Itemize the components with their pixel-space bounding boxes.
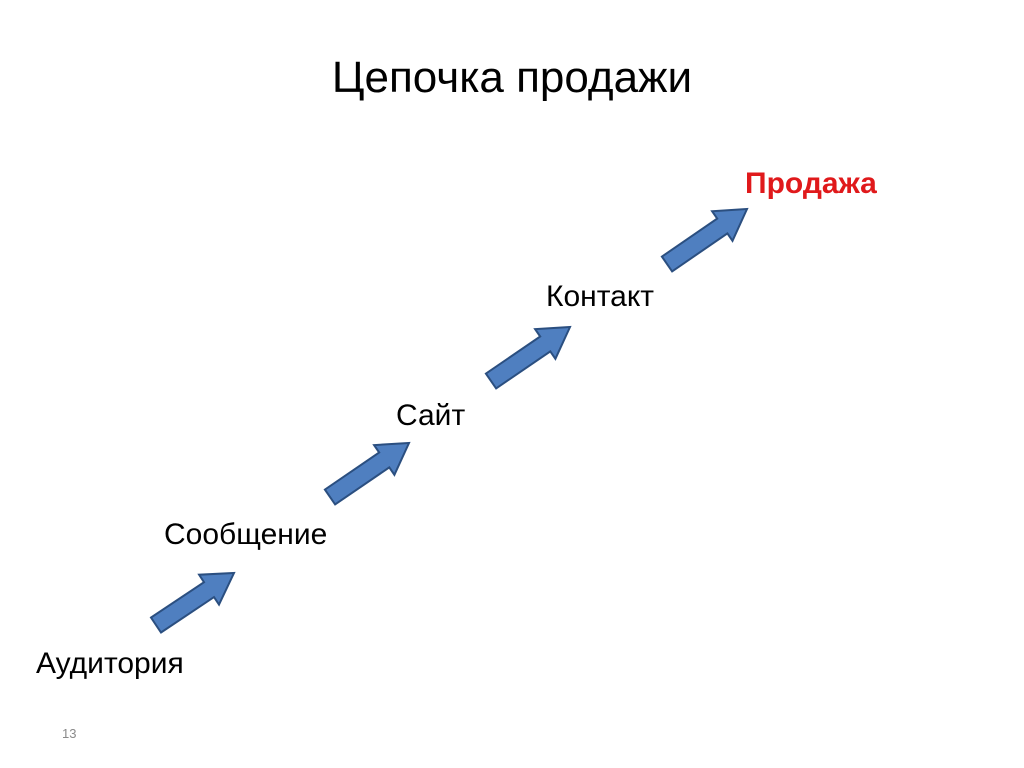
slide-title: Цепочка продажи	[331, 53, 693, 102]
slide-number: 13	[62, 726, 77, 741]
chain-arrow-1	[149, 571, 236, 634]
chain-arrow-3	[484, 325, 572, 390]
chain-arrow-4	[660, 207, 749, 273]
step-sale: Продажа	[745, 167, 877, 200]
step-message: Сообщение	[164, 518, 328, 551]
chain-arrow-2	[323, 441, 411, 506]
step-contact: Контакт	[546, 280, 655, 313]
step-audience: Аудитория	[36, 647, 184, 680]
step-site: Сайт	[396, 399, 466, 432]
